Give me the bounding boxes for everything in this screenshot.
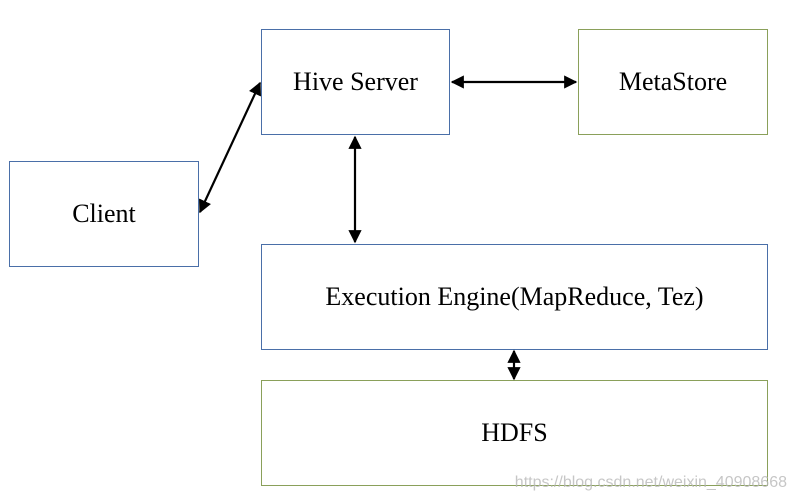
hdfs-label: HDFS (481, 418, 548, 447)
client-box: Client (9, 161, 199, 267)
watermark-text: https://blog.csdn.net/weixin_40908668 (514, 474, 787, 491)
metastore-box: MetaStore (578, 29, 768, 135)
hive-server-label: Hive Server (293, 67, 418, 96)
client-label: Client (72, 199, 136, 228)
hdfs-box: HDFS (261, 380, 768, 486)
execution-engine-label: Execution Engine(MapReduce, Tez) (325, 282, 704, 311)
metastore-label: MetaStore (618, 67, 728, 96)
arrow-client-hive-server (199, 81, 261, 214)
hive-server-box: Hive Server (261, 29, 450, 135)
execution-engine-box: Execution Engine(MapReduce, Tez) (261, 244, 768, 350)
